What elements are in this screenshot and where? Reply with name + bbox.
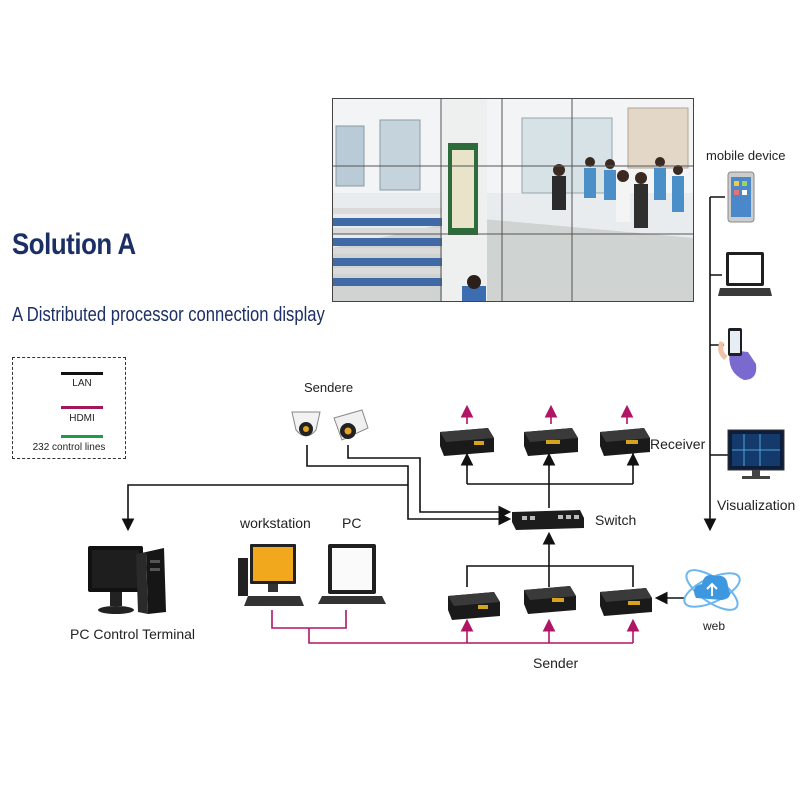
switch-device-icon (512, 510, 584, 530)
receiver-device-icon (440, 428, 494, 456)
receiver-label: Receiver (650, 436, 706, 452)
visualization-label: Visualization (717, 497, 796, 513)
dome-camera-icon (291, 411, 321, 437)
sender-label: Sender (533, 655, 579, 671)
legend-lan-label: LAN (72, 378, 92, 389)
sender-device-icon (600, 588, 652, 616)
workstation-icon (238, 544, 304, 606)
sendere-label: Sendere (304, 380, 354, 395)
workstation-label: workstation (240, 515, 311, 531)
pc-label: PC (342, 515, 362, 531)
legend: LAN HDMI 232 control lines (12, 357, 126, 459)
page-subtitle: A Distributed processor connection displ… (12, 304, 325, 326)
bullet-camera-icon (333, 409, 369, 441)
hdmi-connections (271, 404, 640, 644)
pc-control-terminal-icon (88, 546, 166, 614)
sender-device-icon (448, 592, 500, 620)
video-wall-display (332, 98, 694, 302)
page-title: Solution A (12, 228, 136, 261)
legend-hdmi-line (61, 406, 103, 409)
web-cloud-icon (683, 569, 741, 611)
phone-in-hand-icon (718, 328, 757, 380)
legend-control-line (61, 435, 103, 438)
visualization-monitor-icon (727, 429, 785, 479)
switch-label: Switch (595, 512, 637, 528)
tablet-icon (727, 171, 755, 223)
lan-connections (121, 196, 728, 605)
laptop-icon (718, 252, 772, 296)
legend-hdmi-label: HDMI (69, 413, 95, 424)
legend-control-label: 232 control lines (32, 442, 106, 453)
legend-lan-line (61, 372, 103, 375)
sender-device-icon (524, 586, 576, 614)
mobile-device-label: mobile device (706, 148, 786, 163)
web-label: web (703, 619, 726, 633)
receiver-device-icon (600, 428, 650, 456)
cafeteria-scene-image (332, 98, 694, 302)
pc-control-terminal-label: PC Control Terminal (70, 626, 196, 642)
receiver-device-icon (524, 428, 578, 456)
laptop-pc-icon (318, 544, 386, 604)
